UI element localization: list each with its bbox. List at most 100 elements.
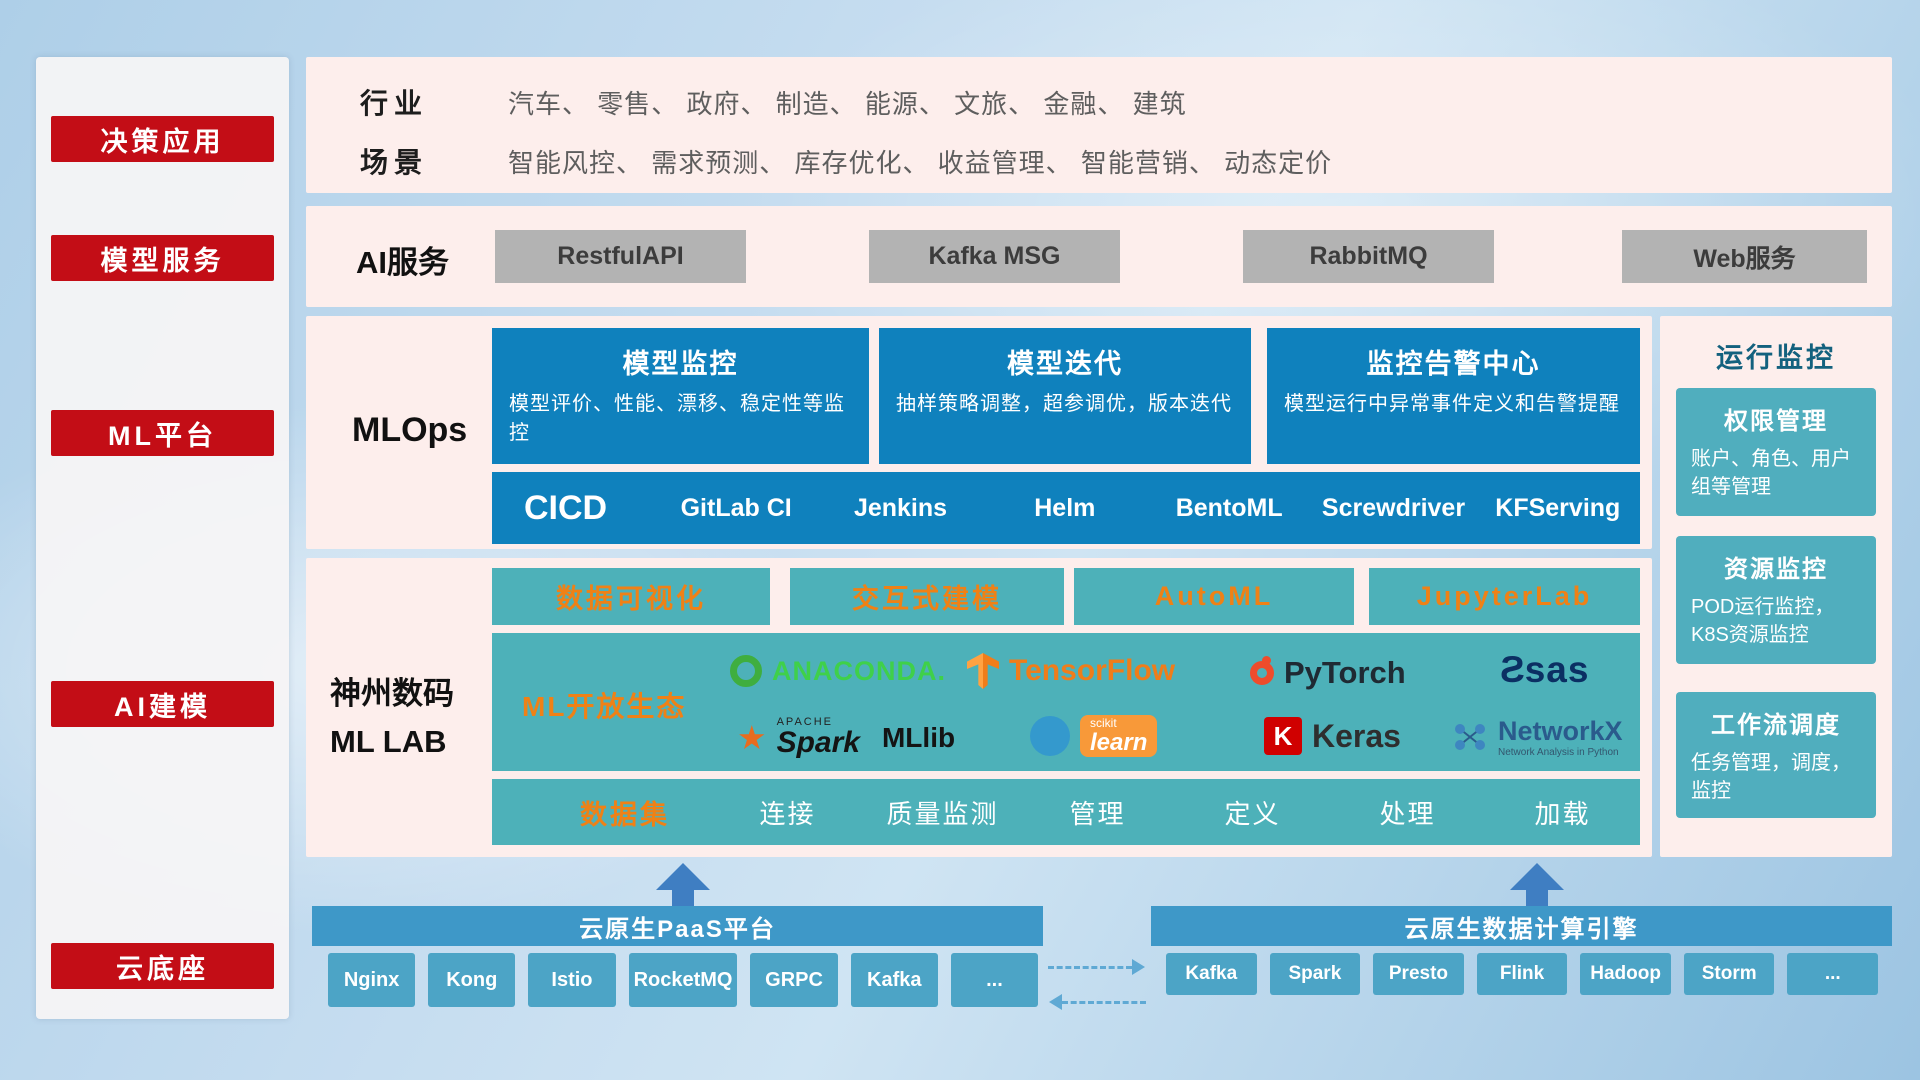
industry-list: 汽车、 零售、 政府、 制造、 能源、 文旅、 金融、 建筑 (508, 89, 1187, 119)
dataset-item-connect: 连接 (759, 798, 816, 829)
up-arrow-paas-stem (672, 889, 694, 906)
permission-card: 权限管理 账户、角色、用户组等管理 (1676, 388, 1876, 516)
sidebar-item-cloud-base: 云底座 (51, 943, 274, 989)
networkx-wordmark-group: NetworkX Network Analysis in Python (1498, 716, 1623, 758)
networkx-logo: NetworkX Network Analysis in Python (1452, 716, 1623, 758)
ml-ecosystem-label: ML开放生态 (522, 691, 687, 722)
interactive-modeling-block: 交互式建模 (790, 568, 1064, 625)
paas-chip-rocketmq: RocketMQ (628, 953, 738, 1007)
resource-monitor-desc: POD运行监控，K8S资源监控 (1691, 596, 1835, 646)
ai-service-label: AI服务 (356, 245, 449, 280)
dataset-label: 数据集 (580, 799, 670, 830)
workflow-card: 工作流调度 任务管理，调度，监控 (1676, 692, 1876, 818)
dataset-item-define: 定义 (1224, 798, 1281, 829)
runtime-monitor-title: 运行监控 (1716, 343, 1836, 373)
sidebar-item-decision-app: 决策应用 (51, 116, 274, 162)
dataset-item-process: 处理 (1379, 798, 1436, 829)
scikit-learn-icon (1030, 715, 1070, 756)
mllab-label: 神州数码 ML LAB (330, 670, 490, 766)
keras-logo: K Keras (1264, 717, 1401, 755)
paas-chip-kong: Kong (428, 953, 516, 1007)
mlops-panel: MLOps 模型监控 模型评价、性能、漂移、稳定性等监控 模型迭代 抽样策略调整… (306, 316, 1652, 549)
alert-center-card: 监控告警中心 模型运行中异常事件定义和告警提醒 (1267, 328, 1640, 464)
tensorflow-icon (967, 653, 999, 689)
keras-icon: K (1264, 717, 1302, 755)
pytorch-icon (1250, 656, 1274, 685)
mllib-wordmark: MLlib (881, 721, 956, 753)
sas-icon: S (1500, 649, 1525, 690)
dashed-arrowhead-left-icon (1049, 994, 1062, 1010)
networkx-icon (1455, 724, 1485, 751)
jupyterlab-block: JupyterLab (1369, 568, 1640, 625)
pytorch-logo: PyTorch (1250, 655, 1406, 691)
paas-chips-row: Nginx Kong Istio RocketMQ GRPC Kafka ... (328, 953, 1039, 1007)
alert-center-title: 监控告警中心 (1366, 349, 1541, 379)
engine-chips-row: Kafka Spark Presto Flink Hadoop Storm ..… (1166, 953, 1879, 995)
sidebar: 决策应用 模型服务 ML平台 AI建模 云底座 (36, 57, 289, 1019)
model-monitor-card: 模型监控 模型评价、性能、漂移、稳定性等监控 (492, 328, 869, 464)
networkx-subtitle: Network Analysis in Python (1498, 746, 1619, 758)
paas-chip-nginx: Nginx (328, 953, 416, 1007)
sas-logo: S sas (1500, 649, 1589, 691)
cicd-item-screwdriver: Screwdriver (1321, 493, 1466, 522)
keras-wordmark: Keras (1312, 717, 1401, 754)
engine-chip-storm: Storm (1683, 953, 1775, 995)
cicd-item-helm: Helm (1034, 493, 1096, 522)
scikit-learn-logo: scikit learn (1030, 715, 1158, 757)
mllab-label-line1: 神州数码 (330, 676, 454, 711)
engine-chip-presto: Presto (1373, 953, 1464, 995)
spark-mllib-logo: ★ APACHE Spark MLlib (737, 717, 955, 758)
mllab-label-line2: ML LAB (330, 724, 447, 760)
model-iteration-card: 模型迭代 抽样策略调整，超参调优，版本迭代 (879, 328, 1251, 464)
restful-api-chip: RestfulAPI (495, 230, 746, 283)
dataset-item-load: 加载 (1534, 798, 1591, 829)
tensorflow-wordmark: TensorFlow (1009, 654, 1176, 687)
model-iteration-desc: 抽样策略调整，超参调优，版本迭代 (896, 393, 1232, 415)
spark-wordmark: Spark (776, 726, 860, 759)
data-viz-block: 数据可视化 (492, 568, 770, 625)
tensorflow-logo: TensorFlow (967, 653, 1175, 689)
paas-chip-grpc: GRPC (750, 953, 838, 1007)
resource-monitor-title: 资源监控 (1724, 556, 1828, 583)
workflow-desc: 任务管理，调度，监控 (1691, 752, 1851, 802)
web-service-chip: Web服务 (1622, 230, 1867, 283)
engine-chip-flink: Flink (1476, 953, 1568, 995)
model-monitor-title: 模型监控 (622, 349, 739, 379)
ml-ecosystem-area: ML开放生态 ANACONDA. TensorFlow PyTorch S sa… (492, 633, 1640, 771)
industry-label: 行业 (360, 88, 429, 119)
model-monitor-desc: 模型评价、性能、漂移、稳定性等监控 (509, 393, 845, 444)
runtime-monitor-panel: 运行监控 权限管理 账户、角色、用户组等管理 资源监控 POD运行监控，K8S资… (1660, 316, 1892, 857)
cicd-label: CICD (524, 488, 608, 527)
paas-title-bar: 云原生PaaS平台 (312, 906, 1043, 946)
sidebar-item-model-service: 模型服务 (51, 235, 274, 281)
scenario-list: 智能风控、 需求预测、 库存优化、 收益管理、 智能营销、 动态定价 (508, 148, 1333, 178)
paas-chip-kafka: Kafka (850, 953, 938, 1007)
engine-chip-hadoop: Hadoop (1580, 953, 1671, 995)
cicd-item-jenkins: Jenkins (853, 493, 948, 522)
anaconda-icon (730, 655, 762, 687)
rabbitmq-chip: RabbitMQ (1243, 230, 1494, 283)
apache-label: APACHE (776, 716, 834, 728)
spark-icon: ★ (737, 719, 767, 756)
anaconda-logo: ANACONDA. (730, 655, 946, 687)
cicd-bar: CICD GitLab CI Jenkins Helm BentoML Scre… (492, 472, 1640, 544)
engine-chip-spark: Spark (1269, 953, 1361, 995)
model-iteration-title: 模型迭代 (1007, 349, 1123, 379)
industry-panel: 行业 汽车、 零售、 政府、 制造、 能源、 文旅、 金融、 建筑 场景 智能风… (306, 57, 1892, 193)
mllab-panel: 神州数码 ML LAB 数据可视化 交互式建模 AutoML JupyterLa… (306, 558, 1652, 857)
dashed-connector-left (1062, 1001, 1146, 1004)
ai-service-panel: AI服务 RestfulAPI Kafka MSG RabbitMQ Web服务 (306, 206, 1892, 307)
cicd-item-bentoml: BentoML (1175, 493, 1283, 522)
dataset-item-quality: 质量监测 (886, 798, 999, 829)
sidebar-item-ml-platform: ML平台 (51, 410, 274, 456)
alert-center-desc: 模型运行中异常事件定义和告警提醒 (1284, 393, 1620, 415)
kafka-msg-chip: Kafka MSG (869, 230, 1120, 283)
networkx-wordmark: NetworkX (1498, 716, 1623, 746)
scikit-learn-wordmark: learn (1090, 728, 1148, 756)
engine-chip-more: ... (1787, 953, 1879, 995)
dashed-arrowhead-right-icon (1132, 959, 1145, 975)
scikit-small-label: scikit (1090, 716, 1117, 730)
sas-wordmark: sas (1524, 649, 1590, 690)
automl-block: AutoML (1074, 568, 1354, 625)
